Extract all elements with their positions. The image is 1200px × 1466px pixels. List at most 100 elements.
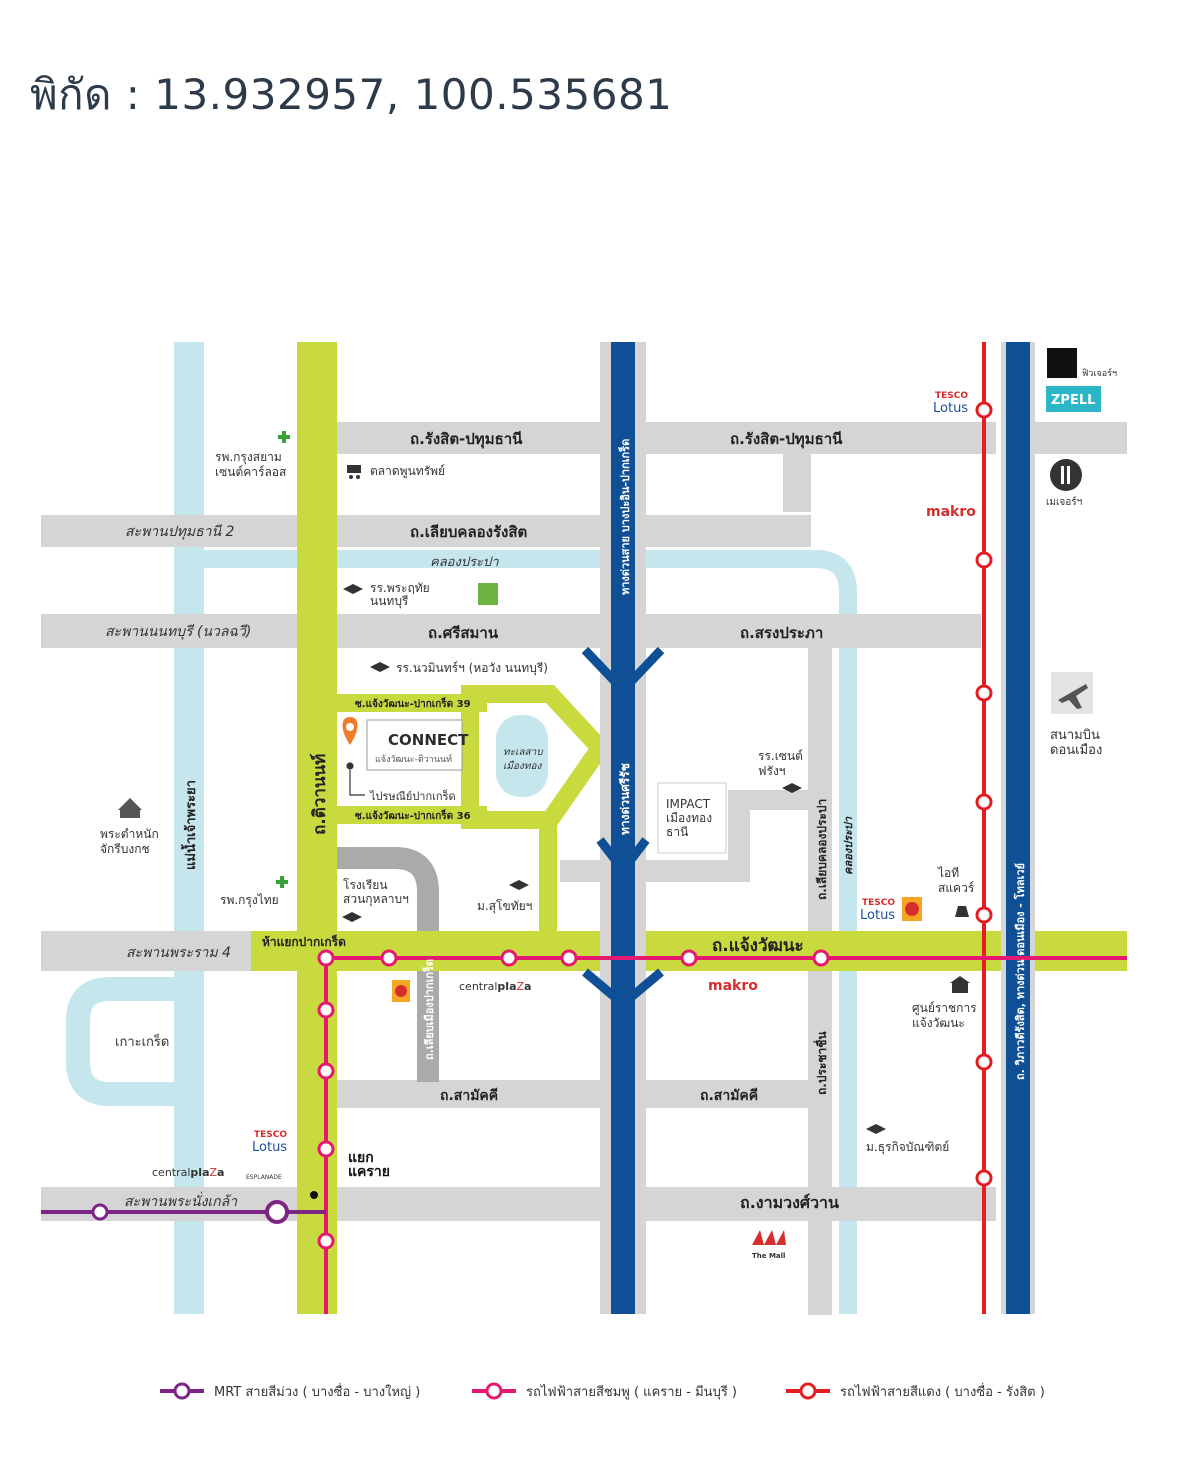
- label-prapa-canal-v: คลองประปา: [842, 816, 855, 875]
- rangsit-right-stub: [1030, 422, 1127, 454]
- label-expressway-1: ทางด่วนสาย บางปะอิน-ปากเกร็ด: [618, 439, 632, 595]
- label-school-1: รร.พระฤทัยนนทบุรี: [370, 581, 430, 609]
- graduation-cap-icon: [342, 584, 886, 1134]
- brand-lotus-1: Lotus: [933, 401, 968, 416]
- vertical-road-labels: ถ.ติวานนท์ ทางด่วนสาย บางปะอิน-ปากเกร็ด …: [180, 439, 1027, 1095]
- label-prapa-canal-h: คลองประปา: [430, 555, 499, 570]
- label-bridge-nang-klao: สะพานพระนั่งเกล้า: [124, 1191, 238, 1210]
- icons: [118, 348, 1093, 1245]
- soi-36: [337, 806, 487, 824]
- label-khae-rai: แยกแคราย: [348, 1150, 390, 1180]
- chaengwattana-left: [41, 931, 251, 971]
- legend-item-purple: MRT สายสีม่วง ( บางซื่อ - บางใหญ่ ): [160, 1382, 420, 1400]
- liab-rangsit-road: [41, 515, 811, 547]
- pink-station[interactable]: [500, 949, 518, 967]
- label-suan-kularb: โรงเรียนสวนกุหลาบฯ: [343, 878, 409, 907]
- expressway-merge-south: [582, 968, 664, 1010]
- pink-station[interactable]: [317, 949, 335, 967]
- red-station[interactable]: [975, 684, 993, 702]
- label-liab-prapa: ถ.เลียบคลองประปา: [815, 799, 829, 900]
- expressway-merge-north: [581, 646, 665, 697]
- red-station[interactable]: [975, 401, 993, 419]
- impact-link-road-3: [728, 790, 750, 882]
- red-station[interactable]: [975, 793, 993, 811]
- chao-phraya-river: [174, 342, 204, 1314]
- legend-label-red: รถไฟฟ้าสายสีแดง ( บางซื่อ - รังสิต ): [840, 1383, 1045, 1400]
- leaf-logo-icon: [478, 583, 498, 605]
- vibhavadi-tollway: [1006, 342, 1030, 1314]
- legend-label-purple: MRT สายสีม่วง ( บางซื่อ - บางใหญ่ ): [214, 1383, 420, 1400]
- label-lake: ทะเลสาบเมืองทอง: [503, 747, 544, 772]
- label-krung-thai: รพ.กรุงไทย: [220, 893, 279, 908]
- label-ngam-wong-wan: ถ.งามวงศ์วาน: [740, 1193, 839, 1212]
- brand-tesco-3: TESCO: [254, 1130, 287, 1140]
- legend-item-red: รถไฟฟ้าสายสีแดง ( บางซื่อ - รังสิต ): [786, 1382, 1045, 1400]
- label-tiwanon: ถ.ติวานนท์: [309, 754, 330, 835]
- brand-tesco-1: TESCO: [935, 391, 968, 401]
- the-mall-logo-icon: [752, 1230, 786, 1245]
- pink-station[interactable]: [317, 1140, 335, 1158]
- pink-station[interactable]: [812, 949, 830, 967]
- label-post-office: ไปรษณีย์ปากเกร็ด: [369, 789, 456, 803]
- expressways: [581, 342, 1035, 1314]
- brand-lotus-3: Lotus: [252, 1140, 287, 1155]
- red-station[interactable]: [975, 551, 993, 569]
- shrine-icon: [118, 798, 142, 818]
- rangsit-pathum-branch: [783, 452, 811, 512]
- muang-thong-loop: [461, 685, 612, 829]
- pink-station[interactable]: [317, 1232, 335, 1250]
- label-ko-kret: เกาะเกร็ด: [115, 1032, 169, 1050]
- label-it-square: ไอทีสแควร์: [937, 866, 975, 895]
- label-bridge-rama4: สะพานพระราม 4: [126, 945, 231, 961]
- brand-makro-2: makro: [708, 978, 758, 994]
- label-chaengwattana: ถ.แจ้งวัฒนะ: [712, 936, 804, 956]
- purple-station[interactable]: [91, 1203, 109, 1221]
- soi-39: [337, 694, 487, 712]
- pink-station[interactable]: [317, 1001, 335, 1019]
- brand-labels: CONNECT แจ้งวัฒนะ-ติวานนท์ makro makro T…: [152, 386, 1101, 1260]
- label-project: แจ้งวัฒนะ-ติวานนท์: [375, 753, 452, 765]
- label-stou: ม.สุโขทัยฯ: [477, 899, 532, 914]
- zpell-logo-box: [1046, 386, 1101, 412]
- project-card: [366, 719, 463, 771]
- road-labels: ถ.รังสิต-ปทุมธานี ถ.รังสิต-ปทุมธานี ถ.เล…: [262, 430, 843, 1212]
- label-soi-36: ซ.แจ้งวัฒนะ-ปากเกร็ด 36: [355, 808, 471, 822]
- legend-item-pink: รถไฟฟ้าสายสีชมพู ( แคราย - มีนบุรี ): [472, 1382, 737, 1400]
- label-government-center: ศูนย์ราชการแจ้งวัฒนะ: [912, 1001, 977, 1030]
- si-rat-expressway: [611, 342, 635, 1314]
- major-logo-icon: [1050, 459, 1082, 491]
- brand-connect: CONNECT: [388, 731, 469, 749]
- bridge-labels: สะพานปทุมธานี 2 สะพานนนทบุรี (นวลฉวี) สะ…: [105, 524, 499, 1210]
- label-major: เมเจอร์ฯ: [1046, 496, 1082, 508]
- label-bridge-nonthaburi: สะพานนนทบุรี (นวลฉวี): [105, 624, 251, 640]
- label-dhurakij: ม.ธุรกิจบัณฑิตย์: [866, 1140, 949, 1155]
- ngam-wong-wan-road: [41, 1187, 996, 1221]
- future-park-logo-icon: [1047, 348, 1077, 378]
- sri-saman-road: [41, 614, 981, 648]
- label-vibhavadi: ถ. วิภาวดีรังสิต, ทางด่วน ดอนเมือง - โทล…: [1013, 863, 1027, 1080]
- rangsit-pathum-road: [337, 422, 1127, 454]
- pink-station[interactable]: [560, 949, 578, 967]
- khae-rai-dot: [310, 1191, 318, 1199]
- big-c-logo-icon: [392, 897, 922, 1002]
- pink-station[interactable]: [680, 949, 698, 967]
- interchange-station[interactable]: [265, 1200, 289, 1224]
- pink-station[interactable]: [380, 949, 398, 967]
- label-shrine: พระตำหนักจักรีบงกช: [100, 827, 159, 856]
- label-rangsit-pathum-1: ถ.รังสิต-ปทุมธานี: [410, 430, 523, 449]
- pink-station[interactable]: [317, 1062, 335, 1080]
- brand-tesco-2: TESCO: [862, 898, 895, 908]
- label-chao-phraya: แม่น้ำเจ้าพระยา: [180, 780, 199, 870]
- red-station[interactable]: [975, 1053, 993, 1071]
- red-station[interactable]: [975, 1169, 993, 1187]
- grey-roads: [41, 342, 1127, 1315]
- samakkhi-road: [337, 1080, 821, 1108]
- waterways: [66, 342, 857, 1314]
- legend: MRT สายสีม่วง ( บางซื่อ - บางใหญ่ ) รถไฟ…: [160, 1382, 1045, 1400]
- label-liab-rangsit: ถ.เลียบคลองรังสิต: [410, 523, 527, 541]
- rail-lines: [41, 342, 1127, 1314]
- red-station[interactable]: [975, 906, 993, 924]
- label-samakkhi-2: ถ.สามัคคี: [700, 1088, 758, 1104]
- prapa-canal: [189, 550, 857, 1314]
